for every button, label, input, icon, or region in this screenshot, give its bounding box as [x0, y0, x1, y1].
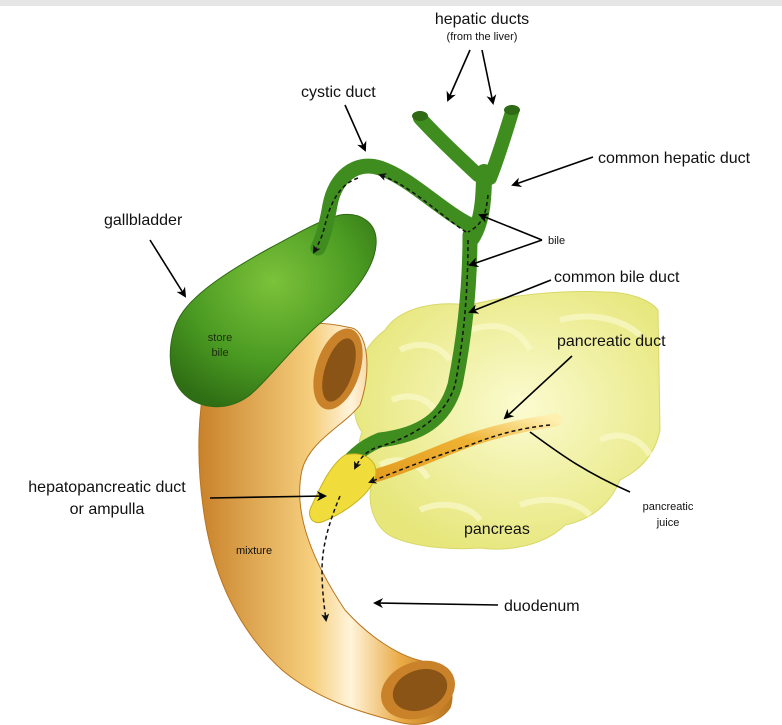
label-hepatic-ducts: hepatic ducts [435, 11, 529, 28]
label-hepatic-ducts-sub: (from the liver) [447, 31, 518, 43]
label-store-bile-line2: bile [211, 347, 228, 359]
label-common-hepatic-duct: common hepatic duct [598, 150, 751, 167]
label-hepatopancreatic-line2: or ampulla [70, 501, 145, 518]
label-duodenum: duodenum [504, 598, 580, 615]
label-common-bile-duct: common bile duct [554, 269, 680, 286]
label-gallbladder: gallbladder [104, 212, 183, 229]
ampulla-shape [310, 454, 376, 523]
label-pancreatic-juice-line1: pancreatic [643, 501, 694, 513]
label-pancreatic-juice-line2: juice [656, 517, 680, 529]
label-pancreatic-duct: pancreatic duct [557, 333, 666, 350]
label-cystic-duct: cystic duct [301, 84, 376, 101]
label-store-bile-line1: store [208, 332, 232, 344]
label-mixture: mixture [236, 545, 272, 557]
pancreas-shape [355, 292, 661, 550]
label-bile: bile [548, 235, 565, 247]
label-pancreas: pancreas [464, 521, 530, 538]
label-hepatopancreatic-line1: hepatopancreatic duct [28, 479, 186, 496]
